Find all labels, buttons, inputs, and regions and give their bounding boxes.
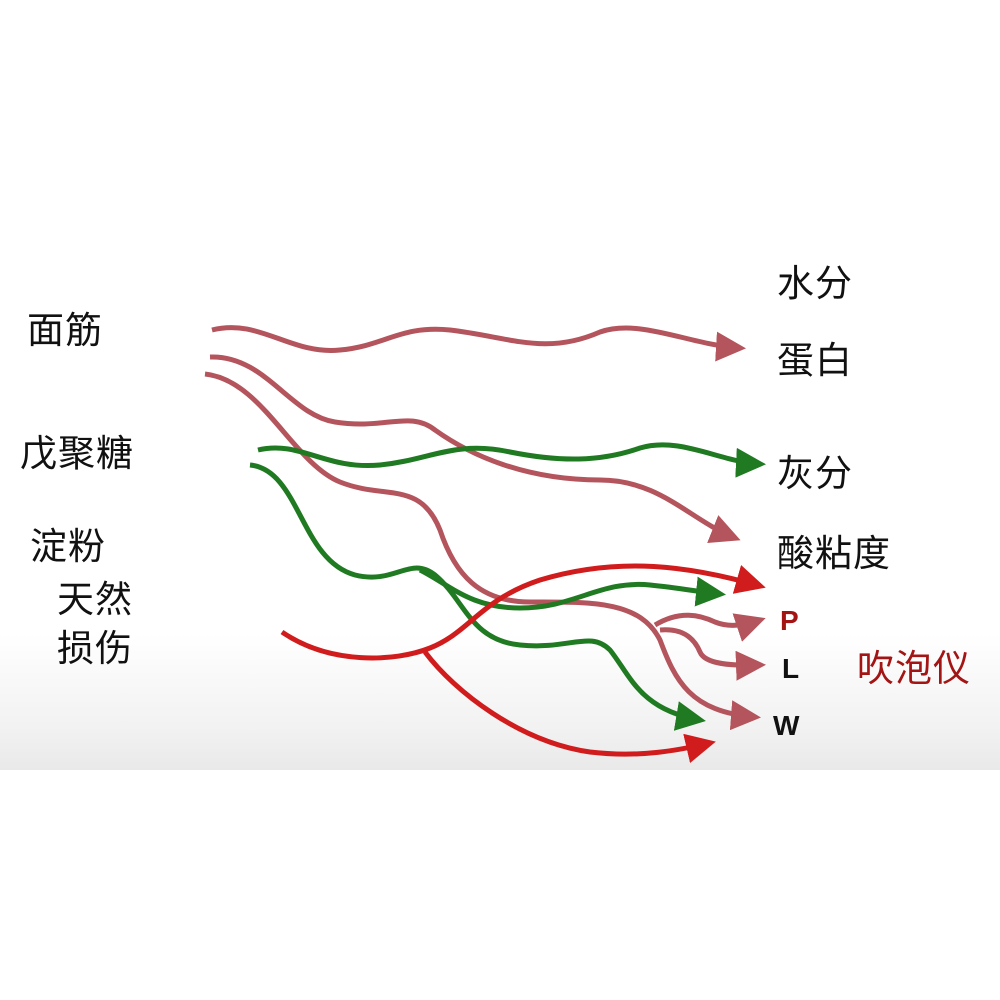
label-protein: 蛋白 bbox=[777, 339, 853, 382]
label-l: L bbox=[782, 653, 801, 684]
label-pentosan: 戊聚糖 bbox=[20, 432, 134, 475]
label-ash: 灰分 bbox=[777, 452, 853, 495]
label-w: W bbox=[773, 710, 801, 741]
label-gluten: 面筋 bbox=[27, 309, 103, 352]
arrow-starch-to-p bbox=[280, 563, 766, 661]
label-moisture: 水分 bbox=[777, 262, 853, 305]
label-starch: 淀粉 bbox=[30, 525, 106, 568]
label-starch-natural: 天然 bbox=[57, 578, 133, 621]
label-acidity-viscosity: 酸粘度 bbox=[777, 532, 891, 575]
arrow-pentosan-to-p bbox=[418, 567, 726, 611]
arrow-pentosan-to-ash bbox=[257, 442, 766, 478]
arrow-gluten-to-p bbox=[653, 612, 766, 642]
arrow-pentosan-to-w bbox=[249, 462, 706, 731]
arrow-starch-to-w bbox=[423, 650, 716, 764]
arrow-gluten-to-l bbox=[659, 627, 766, 681]
label-p: P bbox=[780, 605, 800, 636]
label-alveograph: 吹泡仪 bbox=[857, 647, 971, 690]
arrow-gluten-to-protein bbox=[211, 325, 746, 362]
arrow-gluten-to-acidity bbox=[209, 354, 741, 543]
arrow-gluten-to-w bbox=[204, 371, 761, 731]
photo-background bbox=[0, 225, 1000, 770]
label-starch-damaged: 损伤 bbox=[57, 627, 133, 670]
